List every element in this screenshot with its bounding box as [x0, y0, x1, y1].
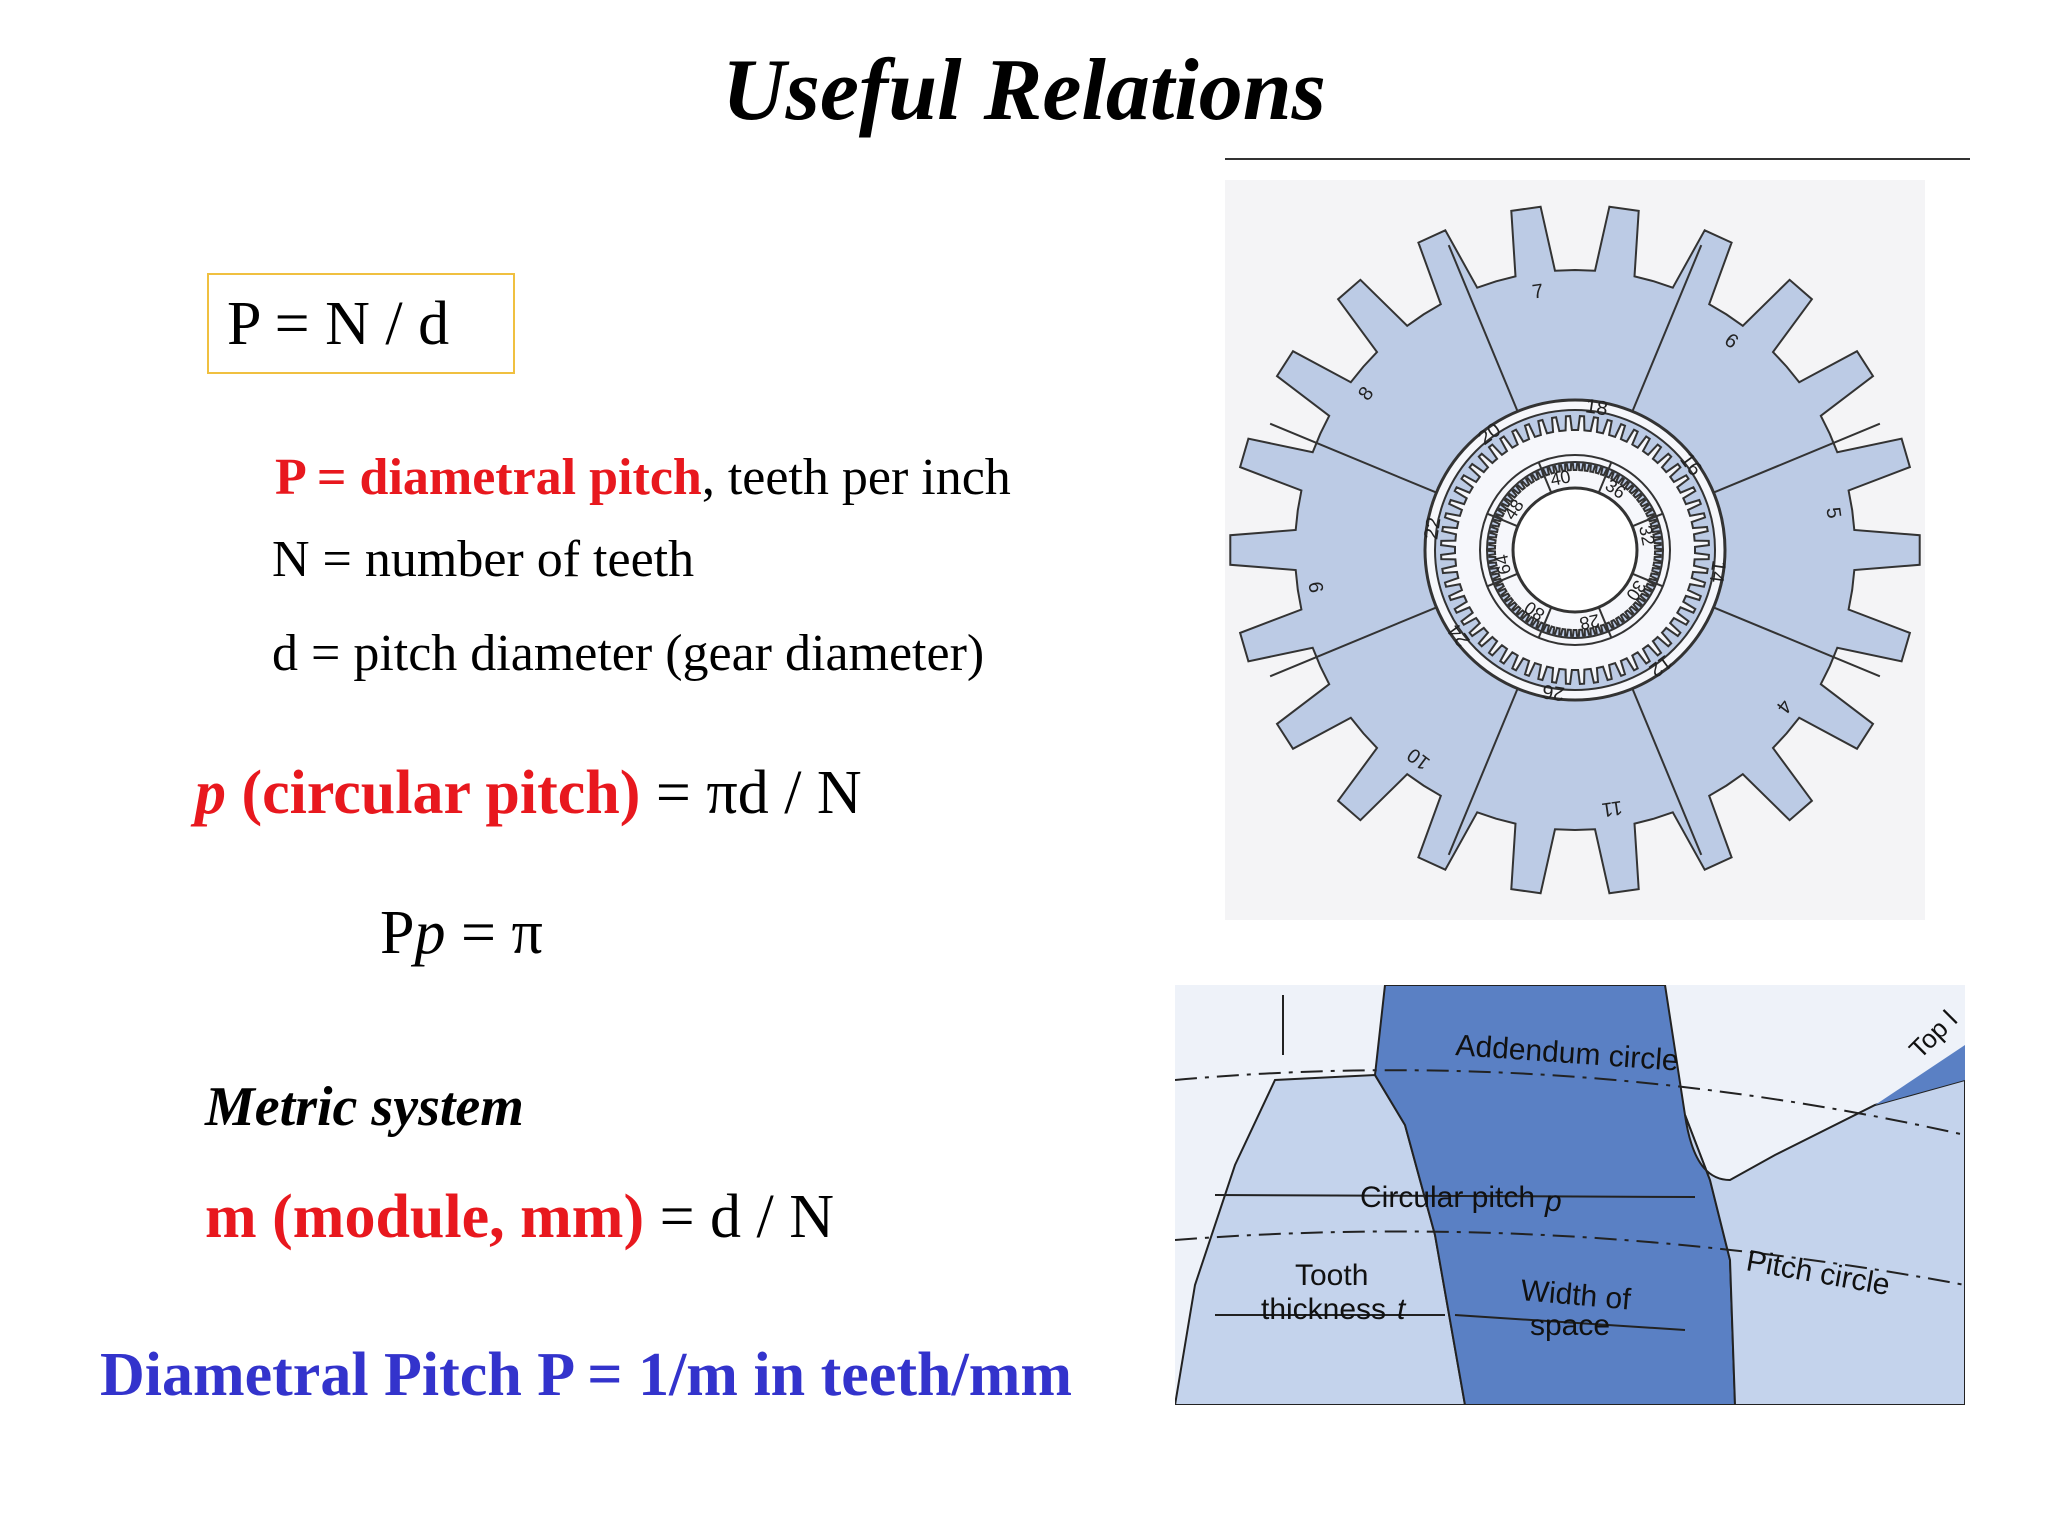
gear-divider-line [1713, 606, 1881, 678]
circular-pitch-label-text: Circular pitch [1360, 1181, 1535, 1214]
gear-divider-line [1537, 461, 1553, 494]
def-diametral-pitch: P = diametral pitch, teeth per inch [275, 448, 1011, 507]
slide-title: Useful Relations [722, 42, 1326, 139]
gear-number-label: 64 [1491, 553, 1515, 577]
gear-divider-line [1631, 688, 1703, 856]
title-underline [1225, 158, 1970, 160]
def-diametral-pitch-rest: , teeth per inch [701, 449, 1011, 506]
gear-divider-line [1597, 461, 1613, 494]
pitch-product-equation: Pp = π [380, 898, 543, 969]
def-pitch-diameter: d = pitch diameter (gear diameter) [272, 625, 985, 682]
tooth-thickness-label-2: thickness [1261, 1293, 1386, 1326]
gear-number-label: 32 [1635, 524, 1659, 548]
product-P: P [380, 899, 415, 967]
product-rest: = π [445, 899, 543, 967]
gear-number-label: 14 [1705, 559, 1730, 584]
gear-divider-line [1713, 422, 1881, 494]
module-equation: m (module, mm) = d / N [205, 1182, 834, 1253]
width-of-space-arrow [1454, 1314, 1686, 1331]
circular-pitch-symbol: p [195, 759, 226, 827]
gear-dividers [1269, 244, 1881, 856]
addendum-circle-line [1175, 1069, 1965, 1136]
gear-divider-line [1447, 244, 1519, 412]
gear-number-label: 5 [1821, 506, 1844, 520]
tooth-nomenclature-illustration: Addendum circle Circular pitch p Pitch c… [1175, 985, 1965, 1405]
def-number-of-teeth: N = number of teeth [272, 531, 695, 588]
gear-divider-line [1486, 572, 1519, 588]
formula-box: P = N / d [207, 273, 515, 374]
product-p: p [414, 899, 446, 967]
def-diametral-pitch-label: P = diametral pitch [275, 449, 702, 506]
gear-divider-line [1537, 606, 1553, 639]
gear-number-label: 28 [1578, 610, 1602, 634]
gear-number-label: 40 [1549, 466, 1573, 490]
right-dark-edge [1875, 1045, 1965, 1105]
footer-diametral-pitch: Diametral Pitch P = 1/m in teeth/mm [100, 1341, 1072, 1409]
gear-number-label: 22 [1420, 516, 1445, 541]
gear-divider-line [1269, 422, 1437, 494]
circular-pitch-equation: p (circular pitch) = πd / N [195, 758, 862, 829]
gear-number-label: 26 [1541, 680, 1566, 705]
gear-divider-line [1269, 606, 1437, 678]
width-of-space-label-2: space [1530, 1309, 1610, 1342]
circular-pitch-label-symbol: p [1544, 1185, 1562, 1218]
pitch-circle-line [1175, 1230, 1965, 1286]
gear-number-label: 9 [1305, 580, 1328, 594]
gear-divider-line [1486, 512, 1519, 528]
gear-number-label: 18 [1584, 395, 1609, 420]
module-rest: = d / N [644, 1183, 835, 1251]
tooth-thickness-label-1: Tooth [1295, 1259, 1368, 1292]
circular-pitch-arrow [1214, 1194, 1696, 1198]
gear-number-label: 7 [1531, 280, 1545, 303]
gear-number-label: 11 [1600, 796, 1624, 821]
gear-bore [1511, 486, 1639, 614]
right-tooth [1684, 1078, 1965, 1405]
gear-divider-line [1447, 688, 1519, 856]
gear-divider-line [1631, 572, 1664, 588]
gear-divider-line [1631, 512, 1664, 528]
tooth-thickness-label-symbol: t [1397, 1293, 1407, 1326]
circular-pitch-rest: = πd / N [640, 759, 862, 827]
gear-divider-line [1631, 244, 1703, 412]
metric-heading: Metric system [205, 1076, 524, 1138]
module-label: m (module, mm) [205, 1183, 645, 1251]
circular-pitch-label: (circular pitch) [226, 759, 641, 827]
gear-divider-line [1597, 606, 1613, 639]
